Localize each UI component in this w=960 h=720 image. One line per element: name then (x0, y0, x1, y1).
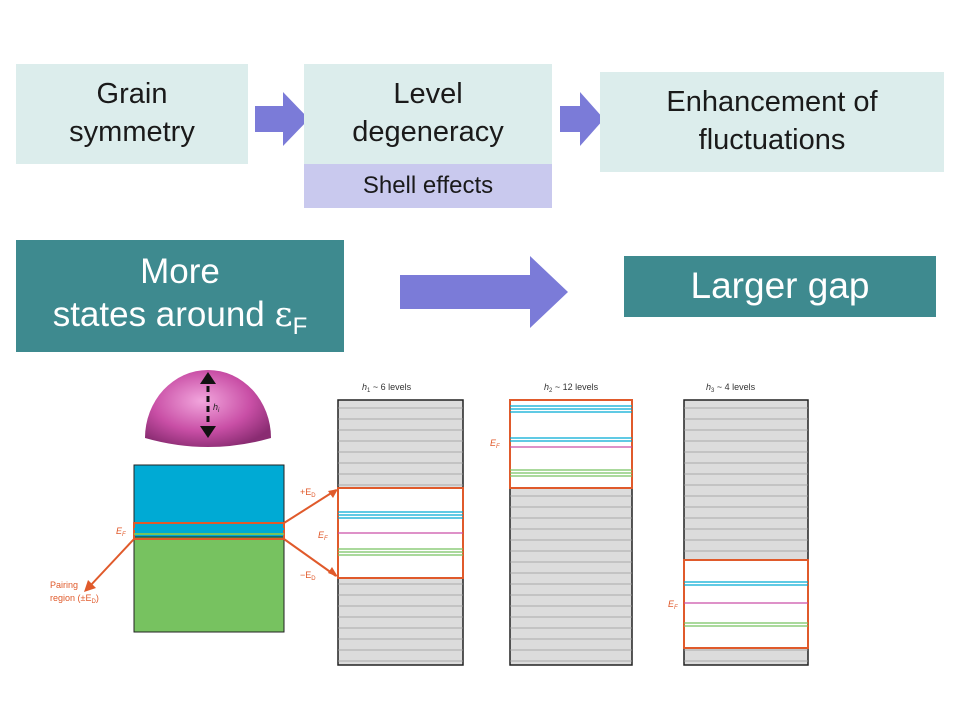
ef-label: EF (116, 526, 126, 538)
pairing-window (509, 399, 633, 489)
grain-symmetry-box: Grain symmetry (16, 64, 248, 164)
shell-effects-label: Shell effects (362, 172, 494, 200)
more-states-line1: More (140, 251, 220, 291)
epsilon-subscript: F (292, 313, 308, 341)
minus-ed-label: −ED (300, 570, 316, 582)
more-states-box: More states around εF (16, 240, 344, 352)
big-arrow-right-icon (400, 256, 568, 328)
larger-gap-label: Larger gap (690, 265, 870, 307)
level-degeneracy-line1: Level (393, 78, 463, 111)
grain-symmetry-line1: Grain (96, 78, 168, 111)
shell-effects-box: Shell effects (304, 164, 552, 208)
ef-label-h2: EF (490, 438, 500, 450)
more-states-line2: states around εF (53, 293, 308, 342)
col2-title: h2 ~ 12 levels (544, 382, 599, 394)
plus-ed-label: +ED (300, 487, 316, 499)
arrow-right-icon (560, 92, 604, 146)
ef-label-h1: EF (318, 530, 328, 542)
enhancement-line2: fluctuations (698, 124, 846, 156)
panel-h1 (337, 399, 464, 666)
pairing-window (683, 559, 809, 649)
upper-band (133, 464, 285, 538)
col1-title: h1 ~ 6 levels (362, 382, 412, 394)
pairing-label: Pairing (50, 580, 78, 590)
level-diagram: hi EF Pairing region (±ED) +ED EF −ED h1… (50, 370, 809, 666)
arrow-right-icon (255, 92, 309, 146)
pairing-line1: Pairing (50, 580, 78, 590)
level-degeneracy-box: Level degeneracy (304, 64, 552, 164)
enhancement-box: Enhancement of fluctuations (600, 72, 944, 172)
ef-label-h3: EF (668, 599, 678, 611)
grain-symmetry-line2: symmetry (69, 116, 195, 148)
more-states-text: states around (52, 295, 275, 335)
pairing-window (133, 522, 285, 540)
larger-gap-box: Larger gap (624, 256, 936, 317)
panel-h2 (509, 399, 633, 666)
level-degeneracy-line2: degeneracy (352, 116, 504, 148)
col3-title: h3 ~ 4 levels (706, 382, 756, 394)
epsilon-symbol: ε (274, 295, 293, 336)
h-label: hi (213, 402, 220, 414)
panel-h3 (683, 399, 809, 666)
lower-band (133, 536, 285, 633)
pairing-label-2: region (±ED) (50, 593, 99, 605)
enhancement-line1: Enhancement of (666, 86, 878, 119)
